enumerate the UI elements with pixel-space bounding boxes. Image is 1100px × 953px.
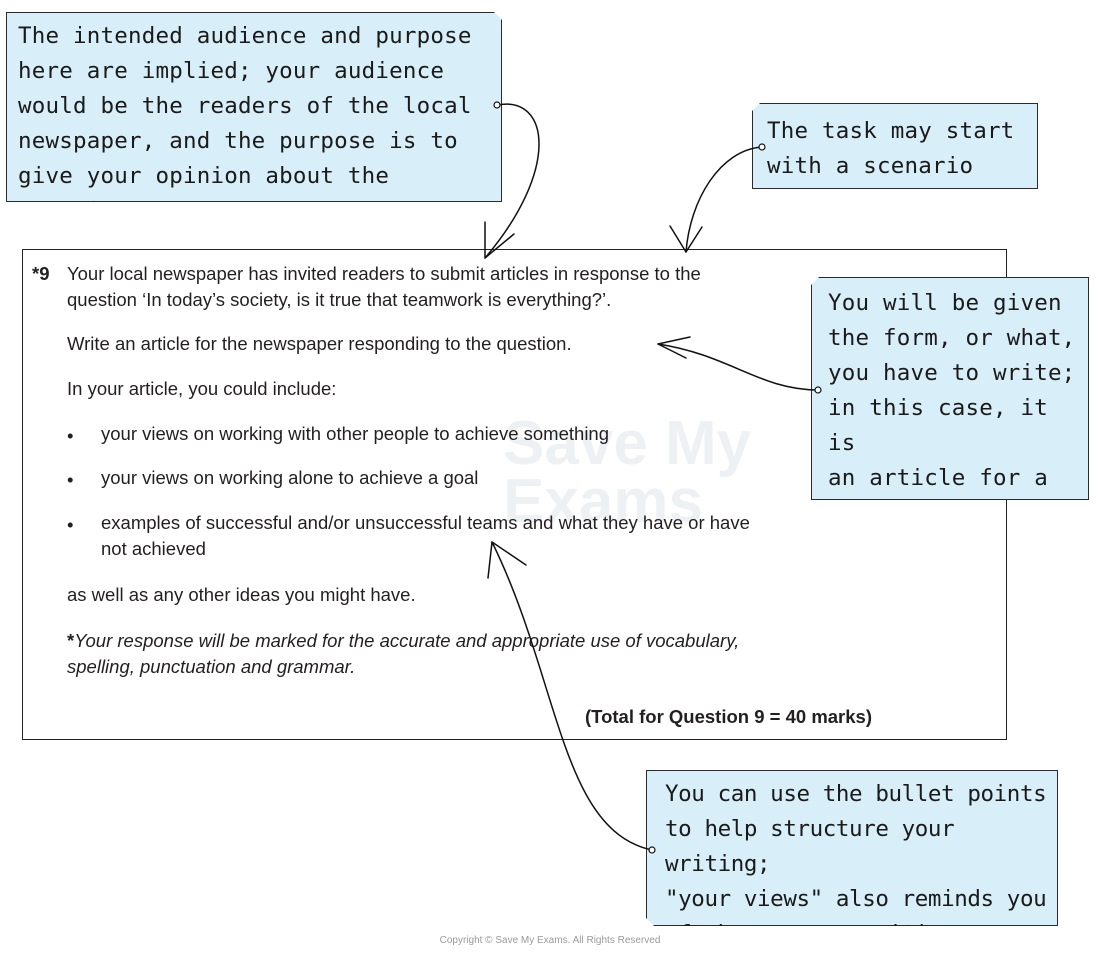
bullet-item-2: your views on working alone to achieve a… (101, 467, 479, 488)
question-scenario-line-1: Your local newspaper has invited readers… (67, 263, 701, 284)
question-number: *9 (32, 263, 50, 284)
copyright-notice: Copyright © Save My Exams. All Rights Re… (439, 935, 661, 946)
bullet-item-3-continuation: not achieved (101, 538, 206, 559)
save-my-exams-logo-icon (408, 382, 458, 572)
bullet-marker: • (67, 425, 74, 446)
bullet-marker: • (67, 514, 74, 535)
question-intro: In your article, you could include: (67, 378, 337, 399)
annotation-form: You will be given the form, or what, you… (811, 277, 1089, 500)
watermark: Save My Exams (503, 409, 752, 536)
bullet-item-1: your views on working with other people … (101, 423, 610, 444)
bullet-item-3: examples of successful and/or unsuccessf… (101, 512, 750, 533)
question-scenario-line-2: question ‘In today’s society, is it true… (67, 289, 612, 310)
annotation-audience-purpose: The intended audience and purpose here a… (6, 12, 502, 202)
annotation-scenario: The task may start with a scenario (752, 103, 1038, 189)
total-marks: (Total for Question 9 = 40 marks) (585, 706, 872, 727)
arrow-scenario (669, 146, 763, 253)
bullet-marker: • (67, 469, 74, 490)
marking-note-line-1: *Your response will be marked for the ac… (67, 628, 739, 654)
marking-asterisk: * (67, 630, 75, 651)
marking-note-line-2: spelling, punctuation and grammar. (67, 656, 356, 677)
annotation-bullet-points: You can use the bullet points to help st… (646, 770, 1058, 926)
marking-note-text-1: Your response will be marked for the acc… (74, 630, 740, 651)
question-closing: as well as any other ideas you might hav… (67, 584, 416, 605)
question-instruction: Write an article for the newspaper respo… (67, 333, 572, 354)
